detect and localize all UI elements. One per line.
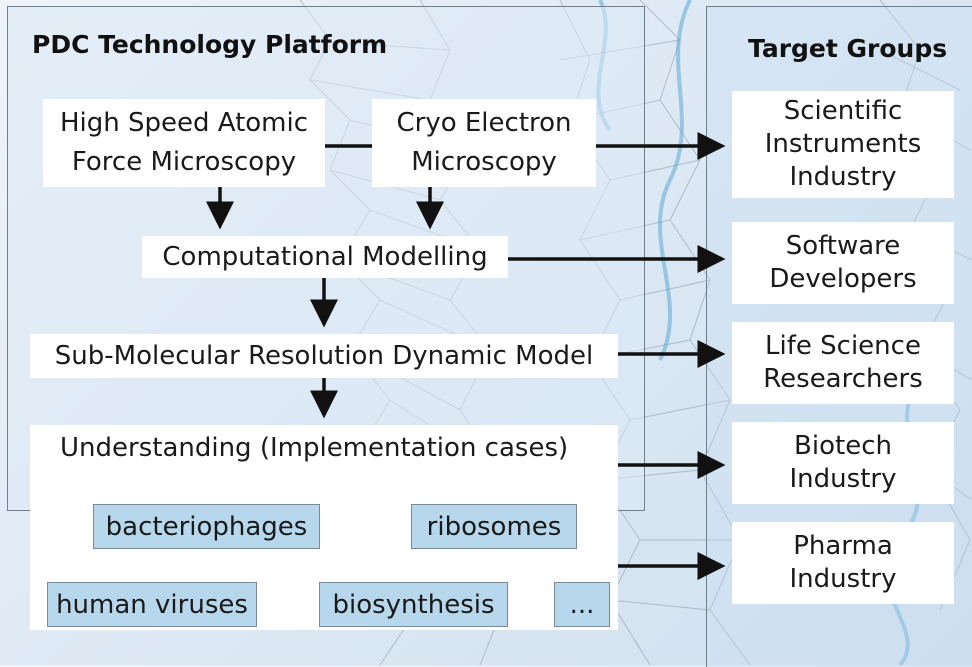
computational-modelling-box: Computational Modelling: [142, 236, 508, 278]
target-4-line-2: Industry: [789, 464, 897, 494]
target-pharma-industry: Pharma Industry: [732, 522, 954, 604]
target-3-line-2: Researchers: [763, 364, 923, 394]
hsafm-line-2: Force Microscopy: [71, 147, 297, 177]
hsafm-box: High Speed Atomic Force Microscopy: [43, 99, 325, 187]
cryo-em-box: Cryo Electron Microscopy: [372, 99, 596, 187]
case-tag-more: ...: [554, 582, 610, 627]
target-4-line-1: Biotech: [794, 431, 892, 461]
target-5-line-1: Pharma: [793, 531, 893, 561]
target-groups-heading: Target Groups: [748, 34, 948, 63]
target-scientific-instruments: Scientific Instruments Industry: [732, 91, 954, 198]
target-biotech-industry: Biotech Industry: [732, 422, 954, 504]
cryo-line-1: Cryo Electron: [396, 108, 572, 138]
case-tag-biosynthesis: biosynthesis: [319, 582, 508, 627]
target-software-developers: Software Developers: [732, 222, 954, 304]
case-tag-human-viruses: human viruses: [47, 582, 257, 627]
platform-heading: PDC Technology Platform: [32, 30, 388, 59]
target-5-line-2: Industry: [789, 564, 897, 594]
target-1-line-3: Industry: [789, 162, 897, 192]
target-1-line-2: Instruments: [764, 129, 922, 159]
target-1-line-1: Scientific: [783, 96, 903, 126]
target-life-science-researchers: Life Science Researchers: [732, 322, 954, 404]
cryo-line-2: Microscopy: [411, 147, 557, 177]
case-tag-bacteriophages: bacteriophages: [93, 504, 320, 549]
target-3-line-1: Life Science: [765, 331, 921, 361]
target-2-line-1: Software: [785, 231, 901, 261]
target-2-line-2: Developers: [769, 264, 917, 294]
submolecular-model-box: Sub-Molecular Resolution Dynamic Model: [30, 334, 618, 378]
case-tag-ribosomes: ribosomes: [411, 504, 577, 549]
understanding-title: Understanding (Implementation cases): [60, 433, 569, 463]
hsafm-line-1: High Speed Atomic: [59, 108, 309, 138]
